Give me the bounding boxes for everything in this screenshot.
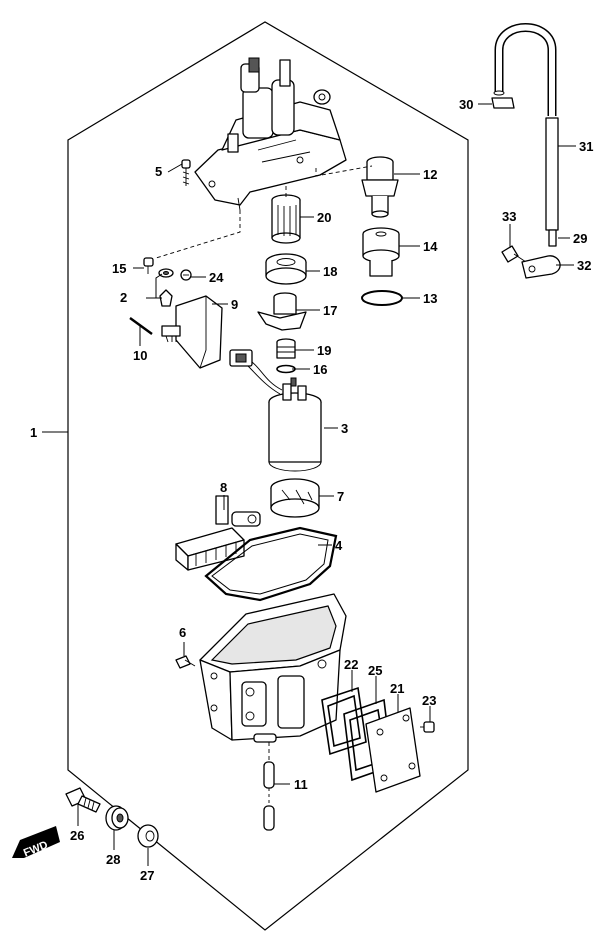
terminal-plug	[161, 325, 181, 343]
float-chamber	[199, 593, 347, 743]
label-part-9: 9	[231, 297, 238, 312]
top-cover-assembly	[194, 57, 347, 211]
clamp-32	[521, 255, 561, 279]
label-part-31: 31	[579, 139, 593, 154]
retainer-18	[265, 253, 307, 285]
label-part-7: 7	[337, 489, 344, 504]
label-part-16: 16	[313, 362, 327, 377]
label-part-4: 4	[335, 538, 343, 553]
gasket-22	[321, 686, 367, 756]
label-part-18: 18	[323, 264, 337, 279]
filter-20	[271, 194, 301, 244]
screw-6	[175, 655, 196, 669]
part-labels: 1 5 2 3 4 6 7 8 9 10 11 12 13 14 15 16 1…	[30, 97, 593, 883]
assembly-frame	[67, 21, 469, 931]
regulator-cap-14	[362, 227, 400, 277]
label-part-2: 2	[120, 290, 127, 305]
label-part-8: 8	[220, 480, 227, 495]
bracket-17	[257, 292, 307, 331]
label-part-25: 25	[368, 663, 382, 678]
label-part-24: 24	[209, 270, 224, 285]
label-part-23: 23	[422, 693, 436, 708]
label-part-32: 32	[577, 258, 591, 273]
pipe-11	[263, 761, 275, 831]
label-part-13: 13	[423, 291, 437, 306]
damper-19	[276, 338, 296, 359]
label-part-14: 14	[423, 239, 438, 254]
label-part-28: 28	[106, 852, 120, 867]
fwd-direction-badge: FWD	[12, 826, 60, 860]
label-part-33: 33	[502, 209, 516, 224]
label-part-17: 17	[323, 303, 337, 318]
collar-2	[159, 289, 173, 307]
label-part-10: 10	[133, 348, 147, 363]
label-part-3: 3	[341, 421, 348, 436]
label-part-1: 1	[30, 425, 37, 440]
label-part-27: 27	[140, 868, 154, 883]
bolt-33	[501, 245, 527, 263]
label-part-30: 30	[459, 97, 473, 112]
label-part-5: 5	[155, 164, 162, 179]
label-part-12: 12	[423, 167, 437, 182]
label-part-26: 26	[70, 828, 84, 843]
hose-31	[493, 23, 559, 247]
screw-24	[180, 269, 192, 281]
bolt-15	[143, 257, 154, 274]
grommet-2	[158, 268, 174, 278]
label-part-20: 20	[317, 210, 331, 225]
label-part-22: 22	[344, 657, 358, 672]
o-ring-13	[361, 290, 403, 306]
filter-8	[175, 495, 261, 571]
clip-30	[491, 97, 515, 109]
label-part-19: 19	[317, 343, 331, 358]
screw-5	[181, 159, 191, 186]
label-part-21: 21	[390, 681, 404, 696]
label-part-15: 15	[112, 261, 126, 276]
collar-27	[137, 824, 159, 848]
leader-lines	[42, 103, 576, 866]
label-part-6: 6	[179, 625, 186, 640]
pressure-regulator-12	[361, 156, 399, 218]
cover-plate-21	[365, 707, 421, 793]
strainer-cap-7	[270, 478, 320, 518]
bolt-26	[65, 787, 101, 813]
label-part-29: 29	[573, 231, 587, 246]
pin-10	[129, 317, 153, 335]
screw-23	[420, 721, 435, 733]
gasket-4	[204, 526, 338, 602]
label-part-11: 11	[294, 777, 308, 792]
grommet-28	[105, 805, 129, 831]
pump-wire-harness	[229, 349, 283, 395]
cover-9	[175, 295, 223, 369]
fuel-pump-3	[268, 377, 322, 472]
